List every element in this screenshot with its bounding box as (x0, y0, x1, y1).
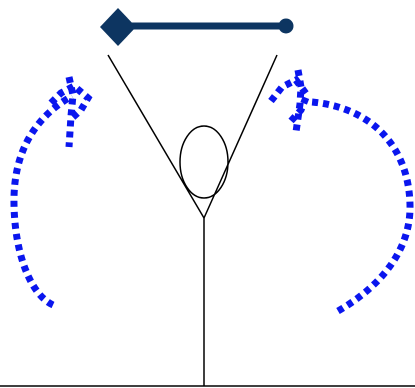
rod-diamond-end (100, 8, 136, 46)
left-arrow-curve (14, 96, 72, 305)
held-rod (100, 8, 294, 46)
figure-head (180, 126, 228, 198)
rod-round-end (279, 19, 294, 34)
left-rotation-arrow-icon (14, 77, 88, 305)
right-rotation-arrow-icon (271, 70, 410, 311)
right-arrow-curve (312, 102, 410, 311)
